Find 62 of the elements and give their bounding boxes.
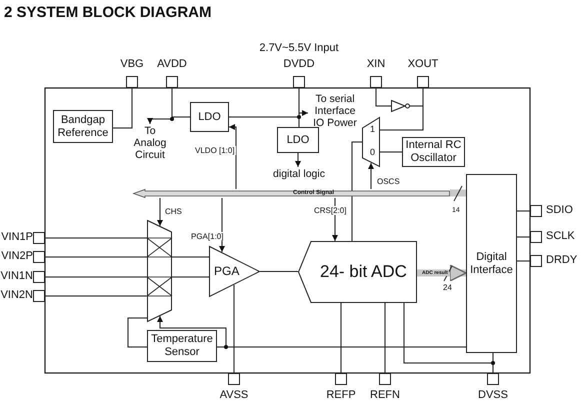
connector-line xyxy=(128,318,148,348)
edge-label: CHS xyxy=(164,207,183,216)
function-block: LDO xyxy=(190,102,229,132)
pin-label: DVDD xyxy=(282,58,316,71)
arrow xyxy=(157,198,163,226)
arrow xyxy=(228,124,236,190)
pin-label: REFN xyxy=(369,389,401,402)
supply-note: 2.7V~5.5V Input xyxy=(258,42,340,55)
block-label: 24- bit ADC xyxy=(320,262,407,282)
connector-line xyxy=(216,346,466,348)
diagram-title: 2 SYSTEM BLOCK DIAGRAM xyxy=(4,4,212,21)
pin-label: XOUT xyxy=(406,58,440,71)
pin-label: DVSS xyxy=(477,389,509,402)
mux-input-label: 0 xyxy=(370,146,376,159)
edge-label: OSCS xyxy=(376,177,401,186)
bus-connector xyxy=(417,264,467,282)
pin-label: DRDY xyxy=(546,254,578,267)
connector-line xyxy=(44,276,148,278)
connector-line xyxy=(516,236,530,238)
connector-line xyxy=(352,142,362,242)
edge-label: PGA[1:0] xyxy=(190,232,224,241)
connector-line xyxy=(380,88,424,130)
pin-label: REFP xyxy=(325,389,357,402)
connector-line xyxy=(404,302,494,374)
annotation-text: digital logic xyxy=(266,167,332,180)
function-block: Digital Interface xyxy=(466,174,517,353)
arrow xyxy=(368,162,374,190)
pin-label: XIN xyxy=(366,58,386,71)
function-block: Internal RC Oscillator xyxy=(402,137,465,167)
connector-line xyxy=(376,88,392,106)
function-block: Temperature Sensor xyxy=(147,330,217,362)
connector-line xyxy=(260,271,298,272)
bus-width-label: 24 xyxy=(442,283,453,292)
function-block: Bandgap Reference xyxy=(53,110,113,143)
function-block: LDO xyxy=(277,127,319,153)
pin-label: VIN1N xyxy=(0,270,33,283)
edge-label: VLDO [1:0] xyxy=(194,146,236,155)
connector-line xyxy=(298,88,300,128)
connector-line xyxy=(516,210,530,212)
connector-line xyxy=(172,256,210,258)
arrow xyxy=(157,316,226,348)
pin-label: AVDD xyxy=(156,58,188,71)
annotation-text: To Analog Circuit xyxy=(128,124,172,161)
pin-label: VIN2P xyxy=(1,250,33,263)
edge-label: CRS[2:0] xyxy=(313,206,348,215)
connector-line xyxy=(516,260,530,262)
pin-label: SCLK xyxy=(546,230,575,243)
connector-line xyxy=(340,302,342,374)
pin-label: VIN1P xyxy=(1,231,33,244)
pin-label: SDIO xyxy=(546,204,573,217)
block-label: PGA xyxy=(214,264,240,278)
connector-line xyxy=(44,256,148,258)
pin-label: VIN2N xyxy=(0,289,33,302)
bus-connector xyxy=(450,190,466,196)
pin-label: AVSS xyxy=(218,389,250,402)
mux-input-label: 1 xyxy=(370,123,376,136)
annotation-text: To serial Interface IO Power xyxy=(308,92,362,130)
pin-label: VBG xyxy=(119,58,145,71)
connector-line xyxy=(384,302,386,374)
connector-line xyxy=(172,276,210,278)
connector-line xyxy=(112,88,132,128)
arrow xyxy=(295,152,301,168)
